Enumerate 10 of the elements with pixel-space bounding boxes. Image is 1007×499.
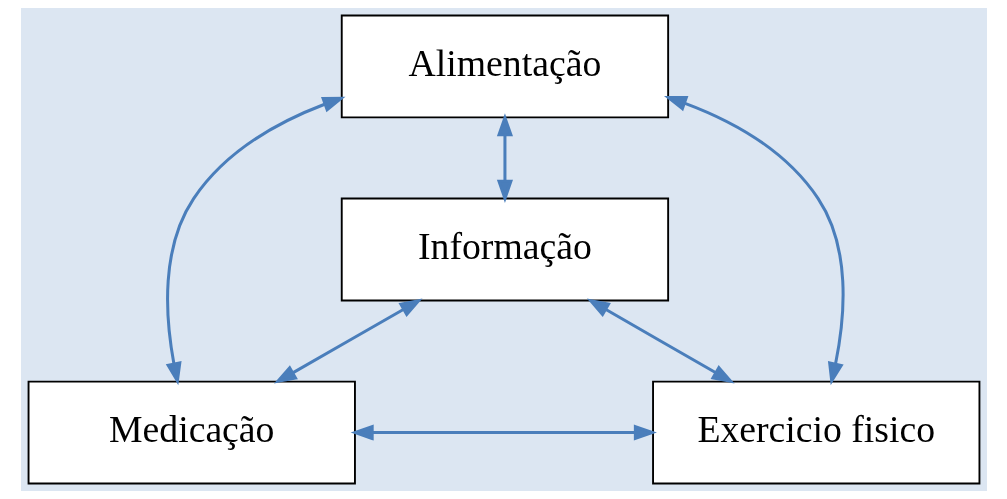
arrow: [273, 298, 422, 384]
arrow: [496, 113, 513, 203]
node-box: Alimentação: [340, 14, 669, 119]
arrow: [663, 95, 845, 386]
arrow: [350, 424, 657, 441]
node-box: Informação: [340, 197, 669, 302]
arrow: [586, 298, 735, 384]
node-box: Exercicio fisico: [651, 380, 980, 485]
node-box: Medicação: [27, 380, 356, 485]
arrow: [165, 96, 345, 386]
